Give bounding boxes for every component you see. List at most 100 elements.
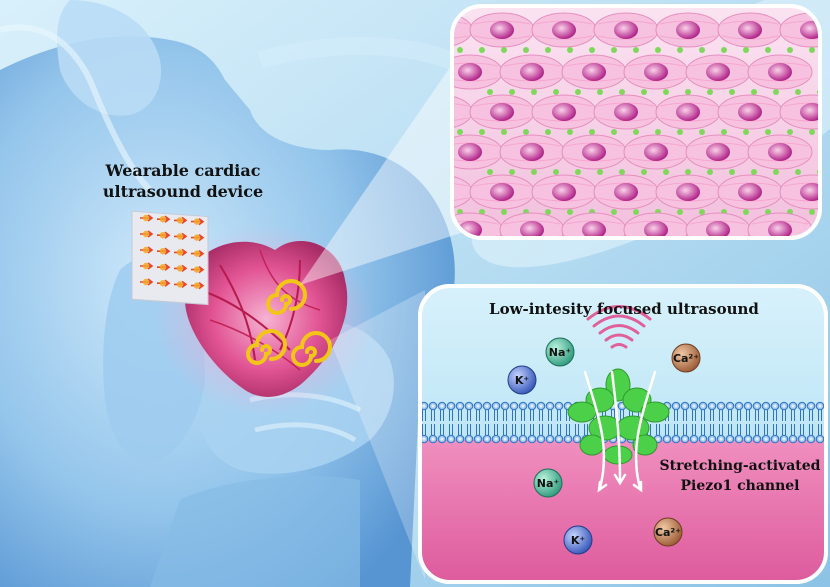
ion-ca-bottom: Ca²⁺: [653, 517, 683, 547]
phospholipid-head-outer: [527, 401, 537, 411]
channel-label-line1: Stretching-activated: [660, 458, 821, 474]
phospholipid-head-outer: [428, 401, 438, 411]
phospholipid-head-inner: [662, 434, 672, 444]
gap-junction-dot: [545, 47, 551, 53]
gap-junction-dot: [487, 89, 493, 95]
phospholipid-head-outer: [815, 401, 825, 411]
gap-junction-dot: [589, 129, 595, 135]
cell-nucleus: [738, 183, 762, 201]
ion-na-bottom: Na⁺: [533, 468, 563, 498]
ion-k-bottom: K⁺: [563, 525, 593, 555]
phospholipid-head-inner: [788, 434, 798, 444]
gap-junction-dot: [787, 47, 793, 53]
device-label-line2: ultrasound device: [103, 182, 263, 201]
device-transducer-element: [176, 265, 184, 272]
gap-junction-dot: [597, 89, 603, 95]
cell-nucleus: [644, 143, 668, 161]
gap-junction-dot: [787, 129, 793, 135]
phospholipid-head-inner: [437, 434, 447, 444]
phospholipid-head-outer: [473, 401, 483, 411]
phospholipid-head-inner: [761, 434, 771, 444]
myofibril-striation: [452, 102, 469, 122]
gap-junction-dot: [567, 47, 573, 53]
phospholipid-head-outer: [761, 401, 771, 411]
phospholipid-head-outer: [437, 401, 447, 411]
device-transducer-element: [142, 246, 150, 254]
gap-junction-dot: [773, 89, 779, 95]
zoom-beam-to-tissue: [300, 60, 470, 285]
gap-junction-dot: [729, 169, 735, 175]
svg-text:Na⁺: Na⁺: [537, 477, 560, 490]
cell-nucleus: [644, 63, 668, 81]
gap-junction-dot: [509, 89, 515, 95]
myofibril-striation: [452, 20, 469, 40]
device-transducer-element: [142, 262, 150, 270]
device-transducer-element: [176, 233, 184, 240]
phospholipid-head-outer: [779, 401, 789, 411]
phospholipid-head-inner: [707, 434, 717, 444]
cell-nucleus: [706, 221, 730, 238]
gap-junction-dot: [523, 129, 529, 135]
device-transducer-element: [159, 248, 167, 255]
cell-nucleus: [552, 103, 576, 121]
gap-junction-dot: [509, 169, 515, 175]
phospholipid-head-inner: [491, 434, 501, 444]
phospholipid-head-outer: [752, 401, 762, 411]
gap-junction-dot: [457, 129, 463, 135]
device-transducer-element: [159, 232, 167, 239]
phospholipid-head-inner: [797, 434, 807, 444]
device-transducer-element: [142, 278, 150, 286]
device-transducer-element: [142, 230, 150, 238]
gap-junction-dot: [523, 47, 529, 53]
ion-na-top: Na⁺: [545, 337, 575, 367]
cell-nucleus: [706, 143, 730, 161]
gap-junction-dot: [531, 169, 537, 175]
gap-junction-dot: [809, 209, 815, 215]
phospholipid-head-inner: [698, 434, 708, 444]
gap-junction-dot: [611, 47, 617, 53]
cell-nucleus: [490, 21, 514, 39]
phospholipid-head-outer: [707, 401, 717, 411]
gap-junction-dot: [545, 129, 551, 135]
phospholipid-head-inner: [770, 434, 780, 444]
gap-junction-dot: [699, 209, 705, 215]
svg-text:Na⁺: Na⁺: [549, 346, 572, 359]
phospholipid-head-inner: [779, 434, 789, 444]
cell-nucleus: [768, 221, 792, 238]
gap-junction-dot: [743, 209, 749, 215]
device-transducer-element: [193, 250, 201, 257]
gap-junction-dot: [633, 209, 639, 215]
phospholipid-head-inner: [536, 434, 546, 444]
phospholipid-head-outer: [446, 401, 456, 411]
phospholipid-head-outer: [491, 401, 501, 411]
gap-junction-dot: [597, 169, 603, 175]
phospholipid-head-inner: [554, 434, 564, 444]
gap-junction-dot: [575, 89, 581, 95]
phospholipid-head-inner: [563, 434, 573, 444]
gap-junction-dot: [501, 209, 507, 215]
device-transducer-element: [159, 216, 167, 223]
cell-nucleus: [490, 103, 514, 121]
device-transducer-element: [176, 217, 184, 224]
gap-junction-dot: [553, 169, 559, 175]
phospholipid-head-outer: [698, 401, 708, 411]
cell-nucleus: [458, 143, 482, 161]
gap-junction-dot: [721, 129, 727, 135]
gap-junction-dot: [501, 47, 507, 53]
cell-nucleus: [552, 183, 576, 201]
gap-junction-dot: [751, 169, 757, 175]
gap-junction-dot: [751, 89, 757, 95]
phospholipid-head-outer: [689, 401, 699, 411]
cell-nucleus: [676, 21, 700, 39]
gap-junction-dot: [641, 89, 647, 95]
cell-nucleus: [676, 183, 700, 201]
gap-junction-dot: [809, 47, 815, 53]
cell-nucleus: [614, 183, 638, 201]
gap-junction-dot: [553, 89, 559, 95]
gap-junction-dot: [773, 169, 779, 175]
zoom-beam-to-cell: [330, 290, 425, 580]
cell-nucleus: [582, 63, 606, 81]
phospholipid-head-outer: [734, 401, 744, 411]
cell-nucleus: [614, 103, 638, 121]
device-transducer-element: [159, 280, 167, 287]
